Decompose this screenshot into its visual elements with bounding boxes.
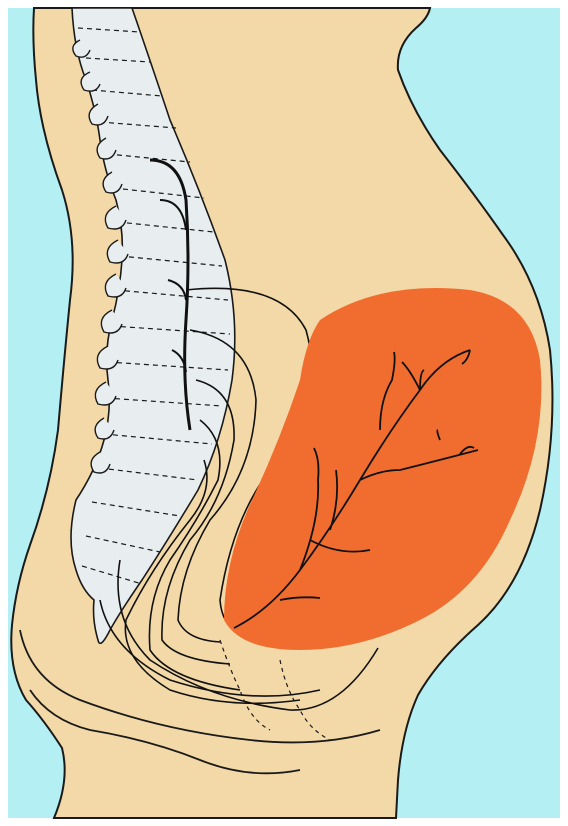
anatomy-diagram [0,0,568,826]
diagram-svg [0,0,568,826]
